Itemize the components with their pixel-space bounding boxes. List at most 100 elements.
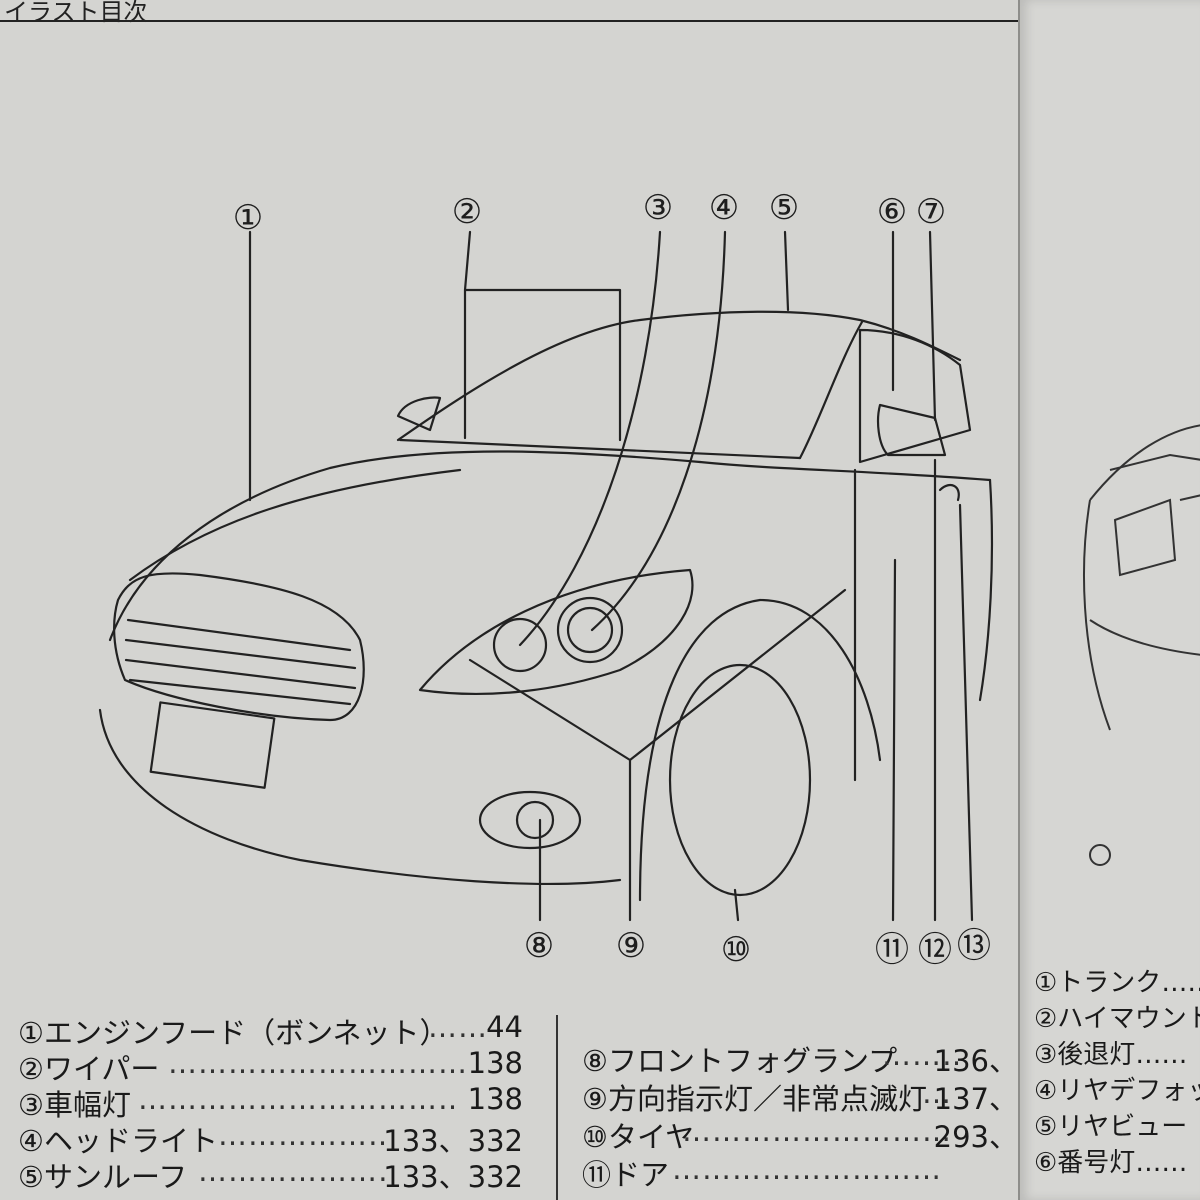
leader-2: [463, 230, 622, 442]
leader-7: [928, 230, 937, 422]
left-mirror: [396, 396, 442, 432]
leader-4: [590, 230, 727, 632]
legend-label: ⑧フロントフォグランプ: [582, 1044, 898, 1078]
legend-row: ⑧フロントフォグランプ ………… 136、: [582, 1038, 1018, 1078]
legend-row: ③後退灯……: [1034, 1034, 1187, 1071]
legend-label: ⑤サンルーフ: [18, 1160, 188, 1194]
legend-row: ①エンジンフード（ボンネット） …… 44: [18, 1010, 523, 1050]
callout-2: ②: [451, 192, 483, 232]
leader-10: [733, 888, 740, 922]
legend-label: ④ヘッドライト: [18, 1124, 218, 1158]
callout-11: ⑪: [875, 930, 909, 970]
legend-row: ②ハイマウント: [1034, 998, 1200, 1035]
legend-row: ④ヘッドライト …………………………… 133、332: [18, 1118, 523, 1158]
headlight-inner: [492, 617, 548, 673]
legend-row: ①トランク……: [1034, 962, 1200, 999]
callout-4: ④: [708, 188, 740, 228]
legend-row: ⑩タイヤ ………………………… 293、: [582, 1114, 1018, 1154]
legend-pages: 44: [486, 1010, 523, 1044]
fog-lamp-housing: [478, 790, 582, 850]
legend-dots: ……: [1135, 1148, 1188, 1178]
fog-lamp: [515, 800, 555, 840]
legend-label: ①トランク: [1034, 968, 1162, 998]
legend-pages: 293、: [933, 1120, 1018, 1154]
legend-label: ④リヤデフォッ: [1034, 1076, 1200, 1106]
door-handle: [938, 483, 960, 502]
callout-7: ⑦: [915, 192, 947, 232]
legend-row: ④リヤデフォッ: [1034, 1070, 1200, 1107]
callout-12: ⑫: [918, 930, 952, 970]
parts-legend: ①エンジンフード（ボンネット） …… 44 ②ワイパー …………………………………: [0, 990, 1018, 1200]
callout-5: ⑤: [768, 188, 800, 228]
leader-5: [783, 230, 790, 312]
legend-pages: 133、332: [383, 1124, 523, 1158]
legend-pages: 133、332: [383, 1160, 523, 1194]
legend-pages: 138: [467, 1082, 523, 1116]
wheel-arch: [638, 598, 882, 902]
grille: [113, 572, 365, 722]
legend-dots: …………: [882, 1038, 962, 1072]
legend-label: ⑨方向指示灯／非常点滅灯: [582, 1082, 927, 1116]
headlight-housing: [418, 568, 694, 696]
legend-dots: ……………………………: [218, 1118, 388, 1152]
leader-13: [958, 503, 974, 922]
leader-9: [468, 588, 847, 922]
legend-label: ⑪ドア: [582, 1158, 670, 1192]
legend-row: ⑤サンルーフ ……………………………… 133、332: [18, 1154, 523, 1194]
windshield-bottom: [398, 438, 802, 460]
legend-dots: ……: [428, 1010, 488, 1044]
side-body-top: [698, 460, 992, 482]
page-header-title: イラスト目次: [4, 0, 148, 26]
front-bumper: [98, 708, 622, 886]
right-page: ①トランク…… ②ハイマウント ③後退灯…… ④リヤデフォッ ⑤リヤビュー ⑥番…: [1018, 0, 1200, 1200]
leader-11: [891, 558, 897, 922]
legend-label: ②ハイマウント: [1034, 1004, 1200, 1034]
callout-10: ⑩: [720, 930, 752, 970]
legend-label: ⑤リヤビュー: [1034, 1112, 1188, 1142]
hood-line: [108, 450, 702, 642]
legend-dots: ……: [1135, 1040, 1188, 1070]
header-band: イラスト目次: [0, 0, 1018, 26]
legend-dots: ……………………………………: [138, 1082, 458, 1116]
legend-row: ⑨方向指示灯／非常点滅灯 … 137、: [582, 1076, 1018, 1116]
grille-bars: [124, 618, 357, 706]
legend-label: ③後退灯: [1034, 1040, 1136, 1070]
callout-3: ③: [642, 188, 674, 228]
legend-label: ③車幅灯: [18, 1088, 131, 1122]
callout-8: ⑧: [523, 926, 555, 966]
legend-pages: 138: [467, 1046, 523, 1080]
legend-row: ⑥番号灯……: [1034, 1142, 1187, 1179]
hood-crease: [128, 468, 462, 582]
leader-3: [518, 230, 662, 647]
legend-pages: 136、: [933, 1044, 1018, 1078]
legend-dots: …………………………………: [168, 1046, 468, 1080]
front-wheel: [668, 663, 812, 897]
legend-dots: ………………………………: [198, 1154, 388, 1188]
callout-1: ①: [232, 198, 264, 238]
legend-label: ②ワイパー: [18, 1052, 160, 1086]
legend-dots: …: [922, 1076, 952, 1110]
legend-row: ②ワイパー ………………………………… 138: [18, 1046, 523, 1086]
callout-9: ⑨: [615, 926, 647, 966]
legend-row: ⑤リヤビュー: [1034, 1106, 1187, 1143]
legend-row: ⑪ドア ……………………………: [582, 1152, 1018, 1192]
license-plate: [149, 701, 276, 789]
mirror: [877, 403, 947, 457]
front-side-window: [858, 328, 972, 464]
car-front-illustration: [98, 230, 994, 922]
roof-outline: [396, 310, 962, 442]
front-door: [853, 468, 994, 782]
legend-label: ⑥番号灯: [1034, 1148, 1136, 1178]
callout-6: ⑥: [876, 192, 908, 232]
legend-label: ①エンジンフード（ボンネット）: [18, 1016, 449, 1050]
windshield-pillar: [798, 320, 864, 460]
legend-label: ⑩タイヤ: [582, 1120, 695, 1154]
legend-dots: ……………………………: [672, 1152, 942, 1186]
callout-13: ⑬: [957, 926, 991, 966]
legend-row: ③車幅灯 …………………………………… 138: [18, 1082, 523, 1122]
headlight-outer: [556, 596, 624, 664]
legend-dots: ……: [1161, 968, 1200, 998]
left-page: イラスト目次: [0, 0, 1018, 1200]
legend-pages: 137、: [933, 1082, 1018, 1116]
